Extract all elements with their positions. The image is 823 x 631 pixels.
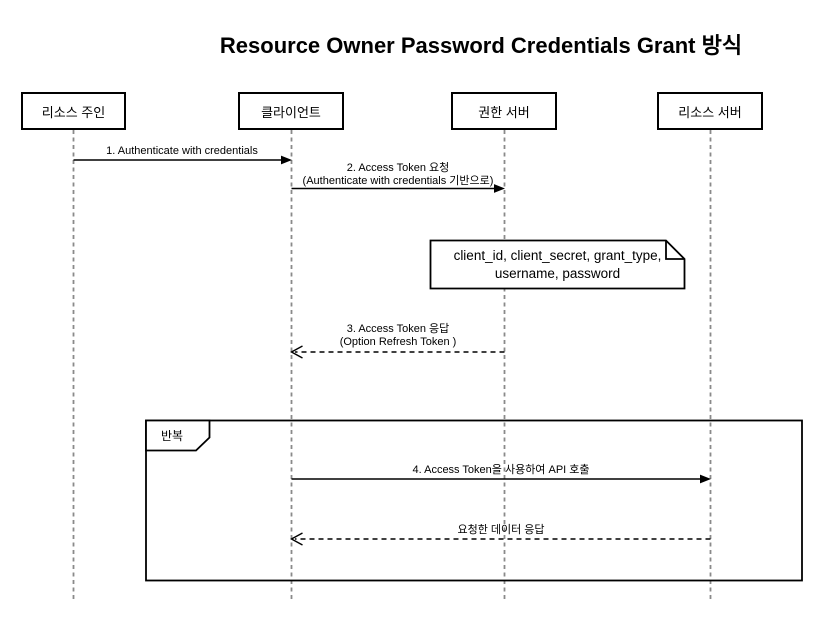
message-5-label: 요청한 데이터 응답 [457, 524, 544, 537]
actor-auth-server-label: 권한 서버 [478, 104, 530, 120]
message-5-arrow [290, 532, 711, 546]
note-credentials: client_id, client_secret, grant_type, us… [430, 241, 685, 288]
actor-resource-server: 리소스 서버 [657, 92, 763, 130]
message-4-label: 4. Access Token을 사용하여 API 호출 [412, 464, 589, 477]
message-1-label: 1. Authenticate with credentials [106, 145, 258, 158]
loop-label: 반복 [160, 429, 184, 443]
note-text-line1: client_id, client_secret, grant_type, [453, 247, 662, 263]
actor-client: 클라이언트 [238, 92, 344, 130]
message-2-label: 2. Access Token 요청 (Authenticate with cr… [303, 162, 494, 187]
diagram-title: Resource Owner Password Credentials Gran… [219, 33, 743, 58]
message-3-text-line2: (Option Refresh Token ) [339, 335, 457, 348]
actor-auth-server: 권한 서버 [451, 92, 557, 130]
actor-resource-server-label: 리소스 서버 [678, 104, 742, 120]
message-2-arrow [291, 184, 505, 193]
note-text-line2: username, password [494, 265, 621, 281]
actor-client-label: 클라이언트 [261, 104, 321, 120]
message-3-text-line1: 3. Access Token 응답 [346, 323, 450, 335]
actor-resource-owner-label: 리소스 주인 [41, 104, 106, 120]
message-5-text: 요청한 데이터 응답 [457, 524, 545, 536]
message-2-text-line2: (Authenticate with credentials 기반으로) [302, 174, 494, 187]
message-4-arrow [291, 474, 711, 484]
actor-resource-owner: 리소스 주인 [21, 92, 126, 130]
message-1-arrow [73, 155, 292, 165]
note-shape [429, 239, 686, 290]
message-3-label: 3. Access Token 응답 (Option Refresh Token… [340, 323, 457, 348]
message-3-arrow [290, 345, 505, 359]
loop-fragment-frame [145, 419, 803, 582]
message-1-text: 1. Authenticate with credentials [106, 145, 258, 157]
message-2-text-line1: 2. Access Token 요청 [346, 162, 450, 174]
message-4-text: 4. Access Token을 사용하여 API 호출 [412, 464, 590, 476]
